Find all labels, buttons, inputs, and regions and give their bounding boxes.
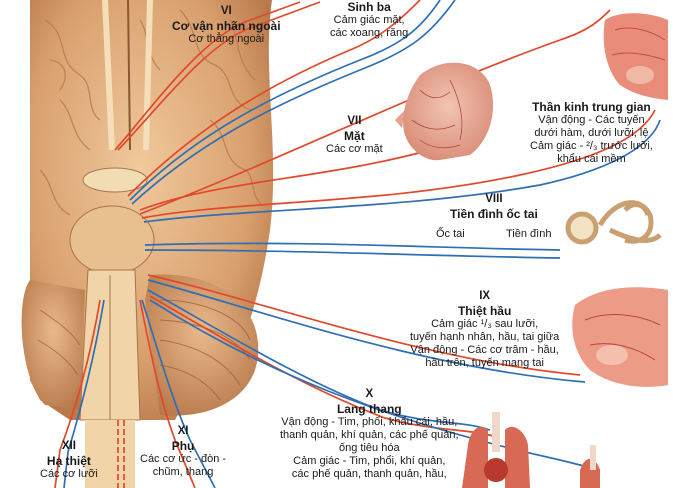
nerve-ix-title: Thiệt hầu [457, 303, 512, 318]
nerve-ix-text-4: hầu trên, tuyến mang tai [425, 356, 544, 369]
nerve-viii-cochlear-label: Ốc tai [436, 228, 465, 241]
nerve-xii-text: Các cơ lưỡi [40, 467, 98, 480]
inner-ear-illustration [565, 200, 662, 245]
nerve-xii-label: XII Hạ thiệt Các cơ lưỡi [40, 440, 98, 481]
nerve-x-text-5: các phế quản, thanh quản, hầu, [291, 467, 447, 480]
nerve-vi-title: Cơ vận nhãn ngoài [172, 18, 281, 33]
nerve-xii-title: Hạ thiệt [46, 453, 91, 468]
nerve-v-label: Sinh ba Cảm giác mặt, các xoang, răng [330, 0, 408, 40]
nerve-ix-label: IX Thiệt hầu Cảm giác ¹/₃ sau lưỡi, tuyế… [410, 290, 559, 370]
nerve-viii-title: Tiền đình ốc tai [450, 206, 538, 221]
nerve-x-label: X Lang thang Vận động - Tim, phổi, khẩu … [280, 388, 459, 481]
nerve-vii-title: Mặt [344, 128, 365, 143]
nerve-intermediate-title: Thần kinh trung gian [532, 100, 651, 114]
nerve-xi-number: XI [177, 425, 189, 437]
nerve-vii-text: Các cơ mặt [326, 142, 383, 155]
nerve-vii-label: VII Mặt Các cơ mặt [326, 115, 383, 156]
nerve-x-text-3: ống tiêu hóa [339, 441, 400, 454]
nerve-x-number: X [365, 388, 374, 400]
nerve-viii-cochlear: Ốc tai [436, 228, 465, 240]
nerve-xi-title: Phụ [171, 438, 195, 453]
nerve-viii-label: VIII Tiền đình ốc tai [450, 193, 538, 221]
pharynx-illustration [572, 287, 668, 387]
nerve-viii-vestibular-label: Tiền đình [506, 228, 551, 241]
nerve-xi-label: XI Phụ Các cơ ức - đòn - chũm, thang [140, 425, 226, 479]
nerve-x-text-4: Cảm giác - Tim, phổi, khí quản, [293, 454, 446, 467]
nerve-ix-text-3: Vận động - Các cơ trâm - hầu, [410, 343, 559, 356]
nerve-x-text-1: Vận động - Tim, phổi, khẩu cái, hầu, [281, 415, 458, 428]
nerve-lines [54, 0, 661, 488]
nerve-x-text-2: thanh quản, khí quản, các phế quản, [280, 428, 459, 441]
lungs-heart-illustration [462, 412, 600, 488]
nerve-xi-text-1: Các cơ ức - đòn - [140, 452, 227, 465]
nerve-v-title: Sinh ba [347, 0, 391, 14]
nerve-v-text-2: các xoang, răng [330, 27, 409, 40]
nerve-viii-number: VIII [485, 193, 503, 205]
nerve-xi-text-2: chũm, thang [152, 465, 214, 478]
nerve-vi-text: Cơ thẳng ngoài [188, 32, 265, 45]
nerve-vi-label: VI Cơ vận nhãn ngoài Cơ thẳng ngoài [172, 5, 281, 46]
nerve-xii-number: XII [61, 440, 76, 452]
nerve-intermediate-text-4: khẩu cái mềm [557, 153, 626, 166]
nerve-vii-number: VII [347, 115, 362, 127]
nerve-intermediate-text-3: Cảm giác - ²/₃ trước lưỡi, [530, 140, 653, 153]
nerve-intermediate-text-2: dưới hàm, dưới lưỡi, lệ [534, 127, 649, 140]
nerve-ix-text-2: tuyến hạnh nhân, hầu, tai giữa [410, 330, 560, 343]
nerve-v-text-1: Cảm giác mặt, [333, 14, 405, 27]
nerve-ix-number: IX [479, 290, 491, 302]
nerve-intermediate-text-1: Vận động - Các tuyến [538, 114, 645, 127]
nerve-viii-vestibular: Tiền đình [506, 228, 552, 240]
nerve-vi-number: VI [220, 5, 232, 17]
nerve-ix-text-1: Cảm giác ¹/₃ sau lưỡi, [431, 317, 539, 330]
nerve-intermediate-label: Thần kinh trung gian Vận động - Các tuyế… [530, 100, 653, 166]
nasal-cavity-illustration [603, 13, 668, 100]
face-muscles-illustration [395, 62, 494, 161]
nerve-x-title: Lang thang [336, 401, 402, 416]
